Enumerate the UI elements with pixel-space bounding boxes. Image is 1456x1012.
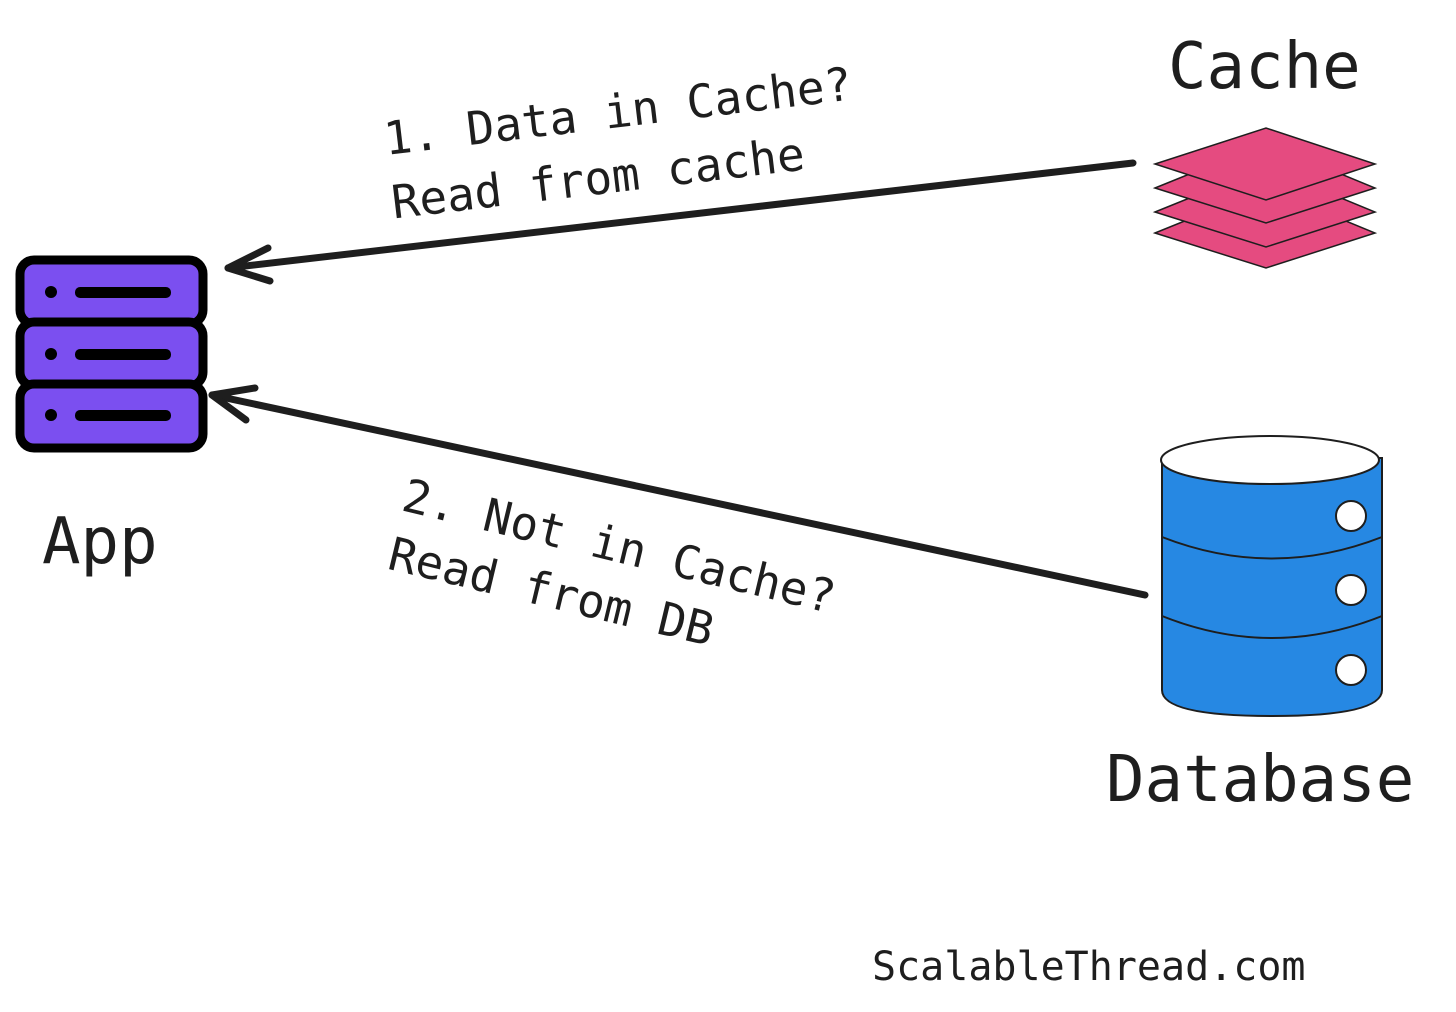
database-to-app-arrow	[208, 384, 1149, 599]
cache-to-app-arrow	[224, 159, 1137, 285]
server-unit	[15, 379, 208, 453]
database-cylinder-icon	[1160, 435, 1383, 718]
database-label: Database	[1106, 743, 1414, 817]
cache-label: Cache	[1168, 30, 1361, 104]
server-unit	[15, 255, 208, 329]
edge-2-label: 2. Not in Cache? Read from DB	[383, 468, 867, 689]
footer-watermark: ScalableThread.com	[872, 944, 1305, 990]
server-unit	[15, 317, 208, 391]
stacked-layers-icon	[1152, 127, 1378, 269]
server-icon	[15, 255, 208, 453]
app-label: App	[42, 505, 158, 579]
